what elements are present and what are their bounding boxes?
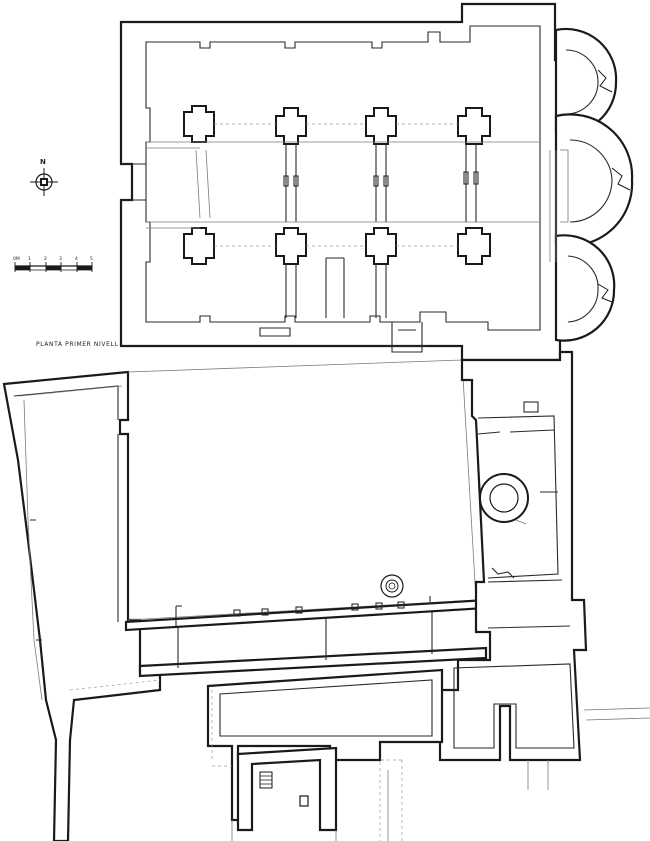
scale-label-5: 5 xyxy=(90,256,93,262)
cloister-court xyxy=(127,359,477,621)
pier xyxy=(457,227,491,265)
pier xyxy=(365,107,397,145)
east-wing-wall xyxy=(438,350,588,762)
south-door xyxy=(386,322,428,353)
apse-central xyxy=(554,113,634,247)
well-icon xyxy=(380,574,404,598)
scale-label-1: 1 xyxy=(28,256,31,262)
south-room-inner xyxy=(219,679,433,737)
east-room-fixture xyxy=(523,401,539,413)
east-room-stub xyxy=(491,567,515,579)
apse-crack-1 xyxy=(597,69,613,93)
south-gallery-south-wall xyxy=(138,646,488,678)
pier xyxy=(275,107,307,145)
south-room-wall xyxy=(206,668,444,822)
scale-label-4: 4 xyxy=(75,256,78,262)
west-door xyxy=(121,163,146,201)
arcade-lines xyxy=(283,144,479,318)
aisle-lines xyxy=(146,123,569,262)
west-wing-wall xyxy=(2,370,162,841)
scale-label-0: 0M xyxy=(13,256,20,262)
annex-wall xyxy=(236,746,338,832)
apse-south xyxy=(554,234,616,342)
pier-row-south xyxy=(183,227,491,265)
apse-crack-2 xyxy=(611,167,631,191)
plan-caption: PLANTA PRIMER NIVELL xyxy=(36,341,118,348)
south-step xyxy=(259,327,291,337)
apse-central-inner xyxy=(569,139,613,223)
ruin-outlines xyxy=(69,679,403,841)
pier xyxy=(457,107,491,145)
church-outer-wall xyxy=(119,2,582,362)
north-label: N xyxy=(40,158,46,166)
church-inner-wall xyxy=(145,25,541,331)
annex-stair-icon xyxy=(259,771,309,807)
apse-south-inner xyxy=(567,255,599,323)
apse-north-inner xyxy=(565,49,599,115)
pier xyxy=(183,105,215,143)
pier xyxy=(183,227,215,265)
scale-bar: 0M 1 2 3 4 5 xyxy=(13,256,93,272)
scale-label-3: 3 xyxy=(59,256,62,262)
scale-label-2: 2 xyxy=(44,256,47,262)
pier xyxy=(275,227,307,265)
pier-row-north xyxy=(183,105,491,145)
church-plan xyxy=(119,2,634,362)
north-arrow-icon: N xyxy=(30,158,58,196)
east-extension xyxy=(583,707,650,721)
circular-stair-icon xyxy=(479,473,529,525)
gallery-bays xyxy=(175,596,433,668)
cloister-plan xyxy=(2,350,650,841)
apse-crack-3 xyxy=(597,283,613,303)
east-wing-inner xyxy=(453,415,575,749)
pier xyxy=(365,227,397,265)
